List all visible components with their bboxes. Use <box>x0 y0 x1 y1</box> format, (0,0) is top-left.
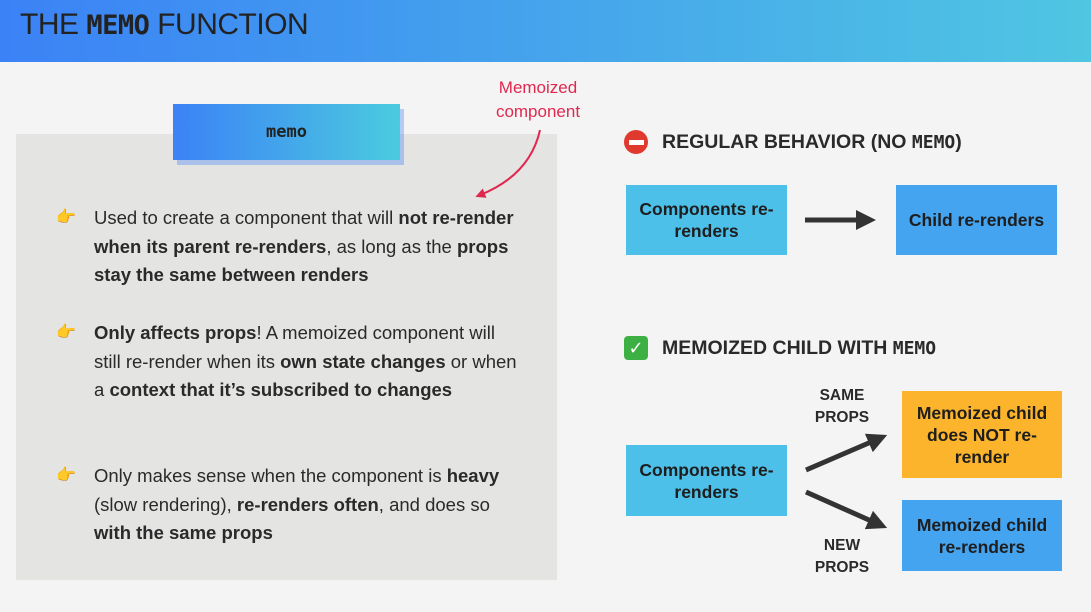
memoized-component-note: Memoized component <box>495 78 581 121</box>
title-text: THE <box>20 8 87 41</box>
text: context that it’s subscribed to changes <box>109 379 453 400</box>
no-entry-icon <box>624 130 648 154</box>
text: with the same props <box>94 522 273 543</box>
text: ) <box>955 130 962 153</box>
memoized-child-heading: ✓ MEMOIZED CHILD WITH MEMO <box>624 336 936 360</box>
text: heavy <box>446 465 500 486</box>
memoized-child-rerenders-box: Memoized child re-renders <box>902 500 1062 571</box>
parent-rerenders-box: Components re-renders <box>626 445 787 516</box>
pointing-hand-icon: 👉 <box>56 467 76 484</box>
text: Only affects props <box>94 322 257 343</box>
text: or when a <box>94 350 517 401</box>
pointing-hand-icon: 👉 <box>56 324 76 341</box>
parent-rerenders-box: Components re-renders <box>626 185 787 255</box>
check-mark-icon: ✓ <box>624 336 648 360</box>
text: own state changes <box>280 350 446 372</box>
text: not re-render when its parent re-renders <box>94 207 514 257</box>
header-bar: THE MEMO FUNCTION <box>0 0 1091 62</box>
text: Only makes sense when the component is <box>94 465 447 486</box>
memo-label-box: memo <box>173 104 400 160</box>
text: ! A memoized component will still re-ren… <box>94 322 495 372</box>
memoized-child-not-rerender-box: Memoized child does NOT re-render <box>902 391 1062 478</box>
text: props stay the same between renders <box>94 235 509 286</box>
text: , and does so <box>378 493 490 515</box>
same-props-arrow <box>805 433 888 473</box>
regular-behavior-heading: REGULAR BEHAVIOR (NO MEMO) <box>624 130 962 154</box>
same-props-label: SAME PROPS <box>814 387 870 426</box>
title-code: MEMO <box>86 10 150 41</box>
new-props-arrow <box>804 489 888 530</box>
pointing-hand-icon: 👉 <box>56 209 76 226</box>
text: Used to create a component that will <box>94 207 399 228</box>
title-text: FUNCTION <box>149 8 309 41</box>
slide-title: THE MEMO FUNCTION <box>20 8 309 42</box>
text: (slow rendering), <box>94 493 237 515</box>
text: re-renders often <box>236 493 379 515</box>
new-props-label: NEW PROPS <box>814 537 870 576</box>
child-rerenders-box: Child re-renders <box>896 185 1057 255</box>
text: REGULAR BEHAVIOR (NO <box>662 130 912 153</box>
memo-description-panel <box>16 134 557 580</box>
text: MEMO <box>911 131 956 153</box>
note-arrow <box>475 129 541 198</box>
text: , as long as the <box>326 235 457 257</box>
text: MEMOIZED CHILD WITH <box>662 336 893 359</box>
text: MEMO <box>892 337 937 359</box>
